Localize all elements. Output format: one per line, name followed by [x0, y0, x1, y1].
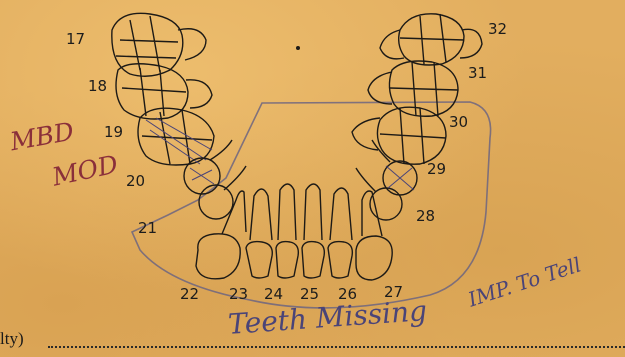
form-field-label: lty) — [0, 330, 24, 347]
tooth-number-28: 28 — [416, 209, 435, 224]
tooth-number-31: 31 — [468, 66, 487, 81]
tooth-23-drawing — [246, 189, 272, 278]
tooth-number-29: 29 — [427, 162, 446, 177]
tooth-27-drawing — [356, 191, 392, 280]
tooth-number-18: 18 — [88, 79, 107, 94]
tooth-number-23: 23 — [229, 287, 248, 302]
center-dot-mark — [296, 46, 300, 50]
tooth-number-30: 30 — [449, 115, 468, 130]
tooth-number-21: 21 — [138, 221, 157, 236]
tooth-25-drawing — [302, 184, 324, 278]
tooth-number-20: 20 — [126, 174, 145, 189]
tooth-17-drawing — [112, 13, 206, 76]
tooth-26-drawing — [328, 188, 352, 278]
tooth-number-25: 25 — [300, 287, 319, 302]
tooth-number-19: 19 — [104, 125, 123, 140]
tooth-number-17: 17 — [66, 32, 85, 47]
form-dotted-line — [48, 346, 625, 348]
tooth-19-drawing — [138, 108, 214, 165]
tooth-number-24: 24 — [264, 287, 283, 302]
tooth-29-drawing — [372, 140, 417, 195]
tooth-22-drawing — [196, 191, 246, 279]
tooth-number-32: 32 — [488, 22, 507, 37]
tooth-number-22: 22 — [180, 287, 199, 302]
tooth-32-drawing — [380, 14, 482, 65]
tooth-24-drawing — [276, 184, 298, 278]
